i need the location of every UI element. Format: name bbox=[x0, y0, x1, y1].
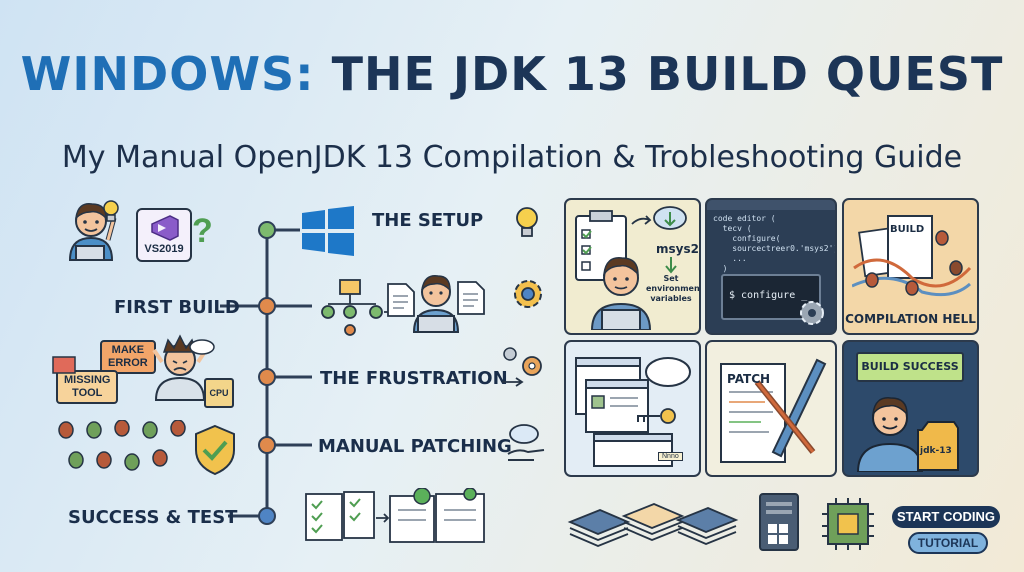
title-quest: THE JDK 13 BUILD QUEST bbox=[331, 47, 1004, 101]
vs2019-label: VS2019 bbox=[144, 243, 184, 255]
build-success-banner: BUILD SUCCESS bbox=[856, 352, 964, 382]
settings-gear-icon bbox=[514, 280, 542, 308]
cpu-chip-icon bbox=[822, 498, 874, 550]
stage-node-first-build bbox=[258, 297, 276, 315]
bubble-tool: TOOL bbox=[72, 387, 103, 399]
cpu-chip: CPU bbox=[204, 378, 234, 408]
stacked-layers-icon bbox=[567, 503, 739, 547]
title-windows: WINDOWS: bbox=[20, 47, 315, 101]
stage-label-patching: MANUAL PATCHING bbox=[318, 436, 512, 457]
code-line-4: sourcectreer0.'msys2') bbox=[713, 244, 837, 253]
stage-node-frustration bbox=[258, 368, 276, 386]
bubble-make: MAKE bbox=[111, 344, 145, 356]
panel-code-editor: code editor ( tecv ( configure( sourcect… bbox=[705, 198, 837, 335]
developer-laptop-icon bbox=[412, 275, 460, 333]
editor-titlebar bbox=[707, 200, 835, 210]
code-line-1: code editor ( bbox=[713, 214, 776, 223]
start-coding-badge[interactable]: START CODING bbox=[892, 506, 1000, 528]
visual-studio-icon bbox=[151, 215, 179, 241]
error-window-icon bbox=[52, 356, 76, 374]
stage-node-patching bbox=[258, 436, 276, 454]
gears-arrows-icon bbox=[502, 347, 542, 387]
success-developer-icon bbox=[856, 397, 959, 472]
stage-label-success: SUCCESS & TEST bbox=[68, 507, 238, 528]
bubble-error: ERROR bbox=[108, 357, 148, 369]
down-arrow-icon bbox=[665, 257, 677, 274]
make-error-bubble: MAKE ERROR bbox=[100, 340, 156, 374]
cloud-download-icon bbox=[653, 206, 687, 230]
stage-label-setup: THE SETUP bbox=[372, 210, 484, 231]
panel-build-success: BUILD SUCCESS jdk-13 bbox=[842, 340, 979, 477]
stage-node-setup bbox=[258, 221, 276, 239]
code-line-5: ... bbox=[713, 254, 747, 263]
note-line-2: environment bbox=[646, 284, 701, 293]
terminal-command: $ configure _ bbox=[729, 290, 808, 301]
arrow-icon bbox=[631, 215, 652, 225]
stage-node-success bbox=[258, 507, 276, 525]
panel-config-windows: Nnno bbox=[564, 340, 701, 477]
patch-doc-label: PATCH bbox=[727, 372, 771, 386]
document-icon bbox=[387, 283, 415, 317]
terminal-window: $ configure _ bbox=[721, 274, 821, 320]
document-icon-2 bbox=[457, 281, 485, 315]
stage-label-frustration: THE FRUSTRATION bbox=[320, 368, 508, 389]
bugs-icon bbox=[58, 420, 186, 471]
lightbulb-icon bbox=[103, 200, 119, 222]
windows-key-icon bbox=[575, 357, 691, 467]
panel-compilation-hell: BUILD COMPILATION HELL bbox=[842, 198, 979, 335]
panel-setup: msys2 Set environment variables bbox=[564, 198, 701, 335]
thought-cloud-icon bbox=[189, 339, 215, 355]
vs2019-badge: VS2019 bbox=[136, 208, 192, 262]
bubble-missing: MISSING bbox=[64, 374, 111, 386]
checklists-icon bbox=[305, 488, 485, 543]
gear-icon bbox=[800, 301, 824, 325]
stressed-developer-icon bbox=[152, 334, 208, 401]
code-line-3: configure( bbox=[713, 234, 781, 243]
patch-tools-icon bbox=[720, 358, 827, 463]
build-doc-label: BUILD bbox=[890, 224, 925, 235]
cloud-hand-icon bbox=[507, 424, 545, 461]
code-line-2: tecv ( bbox=[713, 224, 752, 233]
developer-laptop-icon-2 bbox=[590, 257, 652, 330]
code-line-6: ) bbox=[713, 264, 728, 273]
page-title: WINDOWS: THE JDK 13 BUILD QUEST bbox=[0, 48, 1024, 100]
window-tag: Nnno bbox=[658, 452, 683, 461]
stage-label-first-build: FIRST BUILD bbox=[114, 297, 240, 318]
server-icon bbox=[759, 493, 799, 551]
note-line-3: variables bbox=[650, 294, 692, 303]
env-vars-note: Set environment variables bbox=[646, 274, 701, 304]
lightbulb-icon-2 bbox=[516, 207, 538, 237]
tutorial-badge[interactable]: TUTORIAL bbox=[908, 532, 988, 554]
shield-check-icon bbox=[195, 424, 235, 476]
page-subtitle: My Manual OpenJDK 13 Compilation & Trobl… bbox=[61, 140, 963, 175]
compilation-hell-caption: COMPILATION HELL bbox=[845, 312, 976, 326]
tangled-bugs-icon bbox=[852, 215, 972, 297]
windows-logo-icon bbox=[302, 206, 354, 256]
jdk13-folder-label: jdk-13 bbox=[920, 446, 952, 456]
missing-tool-bubble: MISSING TOOL bbox=[56, 370, 119, 404]
code-text: code editor ( tecv ( configure( sourcect… bbox=[713, 214, 837, 274]
msys2-label: msys2 bbox=[656, 242, 699, 256]
panel-patch: PATCH bbox=[705, 340, 837, 477]
note-line-1: Set bbox=[663, 274, 679, 283]
question-mark: ? bbox=[192, 212, 213, 250]
